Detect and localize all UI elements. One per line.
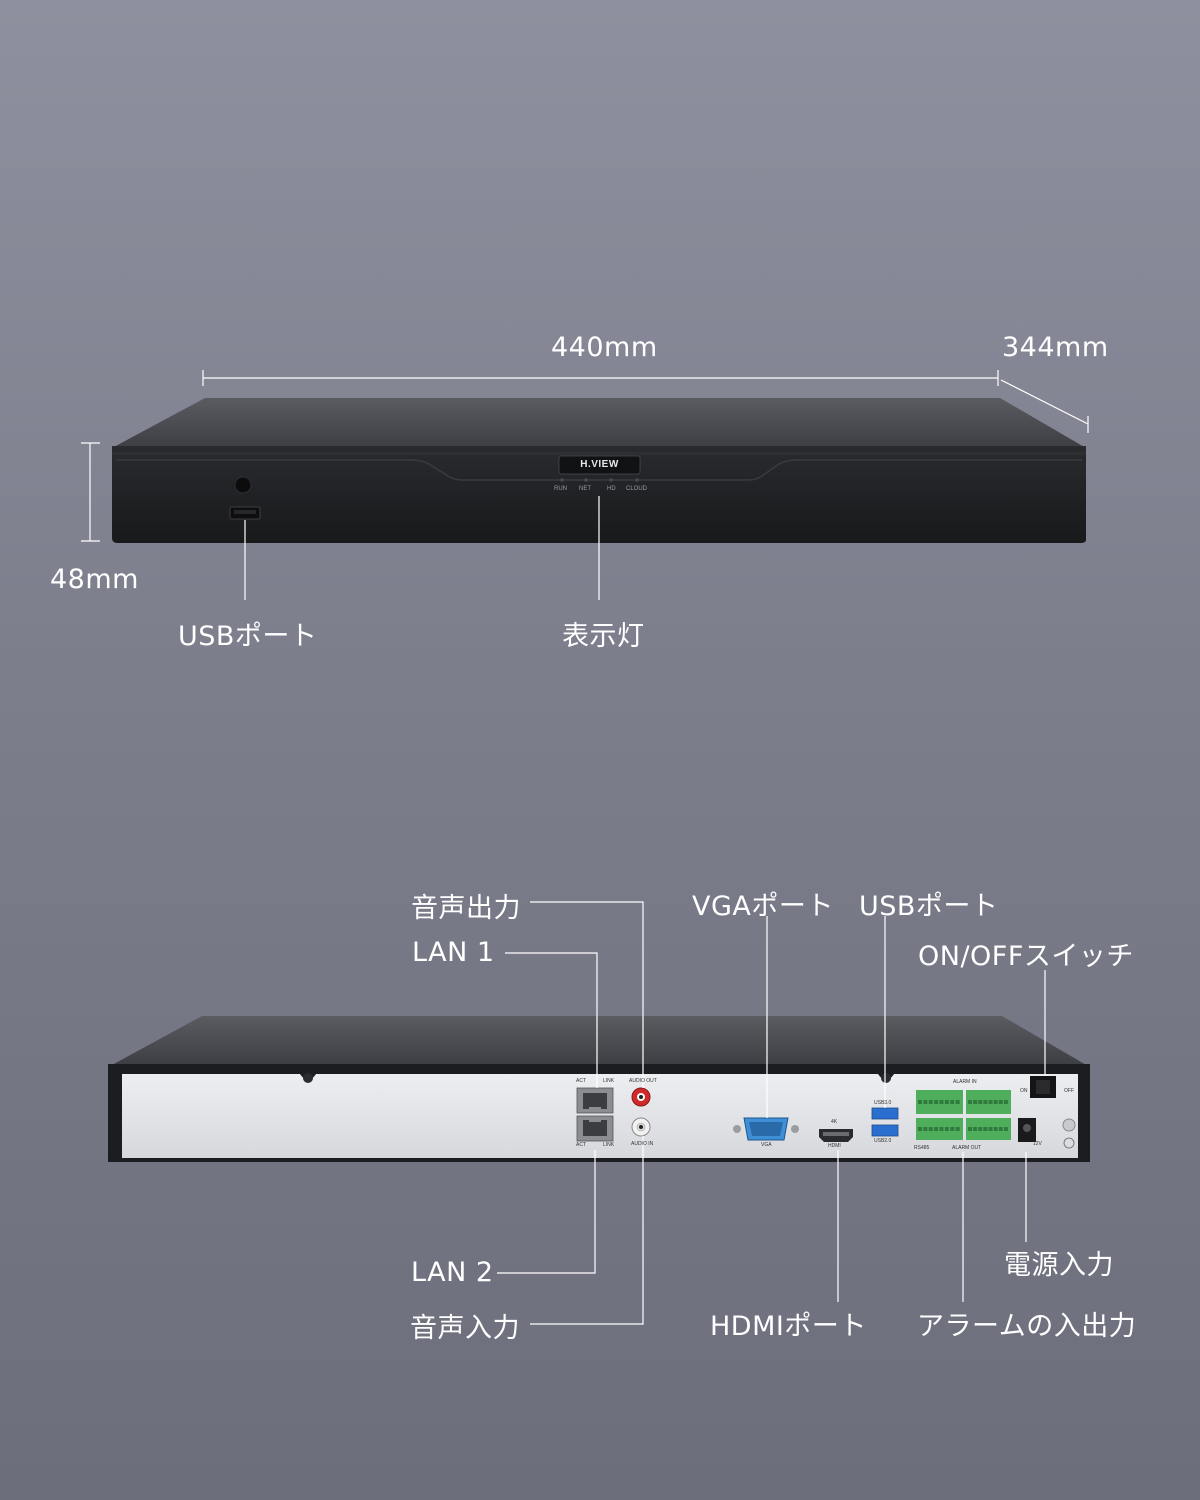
front-device-face: [112, 446, 1086, 543]
terminal-screw: [939, 1127, 944, 1131]
act-bottom-text: ACT: [576, 1142, 586, 1148]
lan2-callout-line: [497, 1150, 596, 1274]
led-label-cloud: CLOUD: [626, 486, 648, 492]
hdmi-text: HDMI: [828, 1143, 841, 1149]
terminal-screw: [918, 1127, 922, 1131]
terminal-screw: [918, 1100, 922, 1104]
terminal-screw: [950, 1100, 955, 1104]
lan1-callout-line: [505, 952, 598, 1088]
width-dimension-line: [202, 370, 999, 386]
on-text: ON: [1020, 1088, 1028, 1094]
usb30-text: USB3.0: [874, 1100, 892, 1106]
power-button[interactable]: [234, 476, 252, 494]
hdmi-port[interactable]: [819, 1129, 853, 1142]
led-label-hd: HD: [607, 486, 616, 492]
power-input-label: 電源入力: [1004, 1250, 1114, 1281]
rs485-text: RS485: [914, 1145, 930, 1151]
terminal-screw: [934, 1100, 939, 1104]
terminal-screw: [968, 1100, 972, 1104]
alarm-io-label: アラームの入出力: [917, 1311, 1137, 1342]
depth-label: 344mm: [1002, 332, 1109, 363]
terminal-screw: [923, 1100, 928, 1104]
terminal-screw: [955, 1127, 960, 1131]
width-label: 440mm: [551, 332, 658, 363]
audio-in-callout-line: [530, 1136, 644, 1325]
terminal-screw: [993, 1127, 998, 1131]
terminal-screw: [998, 1127, 1003, 1131]
vga-label: VGAポート: [692, 891, 834, 922]
terminal-screw: [923, 1127, 928, 1131]
12v-text: 12V: [1033, 1141, 1042, 1147]
vga-text: VGA: [761, 1142, 772, 1148]
terminal-screw: [944, 1127, 949, 1131]
terminal-screw: [973, 1100, 978, 1104]
led-label-net: NET: [579, 486, 591, 492]
lan-ports: [576, 1087, 614, 1142]
onoff-label: ON/OFFスイッチ: [918, 941, 1134, 972]
front-device-top: [112, 398, 1086, 448]
alarm-in-text: ALARM IN: [953, 1079, 977, 1085]
audio-in-text: AUDIO IN: [631, 1141, 654, 1147]
terminal-screw: [968, 1127, 972, 1131]
terminal-screw: [978, 1100, 983, 1104]
terminal-screw: [939, 1100, 944, 1104]
terminal-screw: [993, 1100, 998, 1104]
brand-badge: [558, 455, 641, 475]
usb-port-label: USBポート: [178, 621, 318, 652]
terminal-screw: [998, 1100, 1003, 1104]
lan2-label: LAN 2: [411, 1257, 494, 1288]
rear-device-top: [110, 1016, 1088, 1066]
audio-out-callout-line: [530, 901, 644, 1088]
terminal-screws: [918, 1100, 1008, 1131]
audio-out-label: 音声出力: [411, 893, 521, 924]
link-top-text: LINK: [603, 1078, 615, 1084]
height-dimension-line: [81, 442, 100, 542]
terminal-screw: [978, 1127, 983, 1131]
terminal-screw: [1003, 1100, 1008, 1104]
terminal-screw: [973, 1127, 978, 1131]
terminal-screw: [934, 1127, 939, 1131]
audio-in-label: 音声入力: [410, 1313, 520, 1344]
vga-port[interactable]: [733, 1117, 799, 1141]
terminal-screw: [988, 1127, 993, 1131]
hdmi-label: HDMIポート: [710, 1311, 867, 1342]
usb20-text: USB2.0: [874, 1138, 892, 1144]
off-text: OFF: [1064, 1088, 1074, 1094]
terminal-screw: [955, 1100, 960, 1104]
rear-callout-lines: [497, 901, 1046, 1325]
indicator-leds: [560, 478, 639, 482]
terminal-screw: [983, 1127, 988, 1131]
lan1-label: LAN 1: [412, 937, 495, 968]
usb-label-rear: USBポート: [859, 891, 999, 922]
height-label: 48mm: [50, 564, 139, 595]
led-label-run: RUN: [554, 486, 567, 492]
usb30-port[interactable]: [871, 1107, 899, 1120]
depth-dimension-line: [1000, 379, 1089, 433]
audio-out-text: AUDIO OUT: [629, 1078, 657, 1084]
4k-text: 4K: [831, 1119, 838, 1125]
terminal-screw: [983, 1100, 988, 1104]
terminal-screw: [950, 1127, 955, 1131]
alarm-out-text: ALARM OUT: [952, 1145, 982, 1151]
brand-logo: H.VIEW: [580, 459, 619, 470]
act-top-text: ACT: [576, 1078, 586, 1084]
terminal-screw: [944, 1100, 949, 1104]
usb20-port[interactable]: [871, 1124, 899, 1137]
indicator-label: 表示灯: [562, 621, 645, 652]
terminal-screw: [928, 1127, 933, 1131]
terminal-screw: [928, 1100, 933, 1104]
ground-screw: [1062, 1118, 1076, 1132]
terminal-screw: [1003, 1127, 1008, 1131]
terminal-screw: [988, 1100, 993, 1104]
link-bottom-text: LINK: [603, 1142, 615, 1148]
